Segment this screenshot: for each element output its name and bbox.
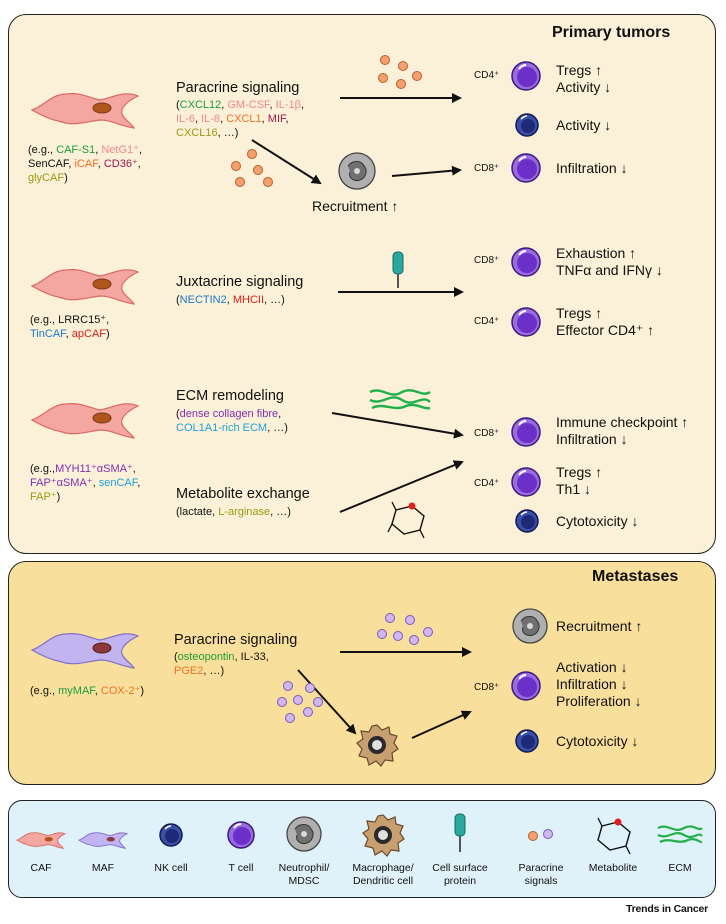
ecm-caf-examples: (e.g.,MYH11⁺αSMA⁺, FAP⁺αSMA⁺, senCAF, FA…: [30, 463, 141, 503]
nk-cell-icon: [515, 113, 539, 137]
t-cell-icon: [511, 247, 541, 277]
credit-text: Trends in Cancer: [626, 903, 708, 915]
legend-nk-cell-icon: [159, 823, 183, 847]
juxtacrine-examples: (NECTIN2, MHCII, …): [176, 294, 285, 306]
legend-neutrophil-label: Neutrophil/MDSC: [278, 862, 330, 887]
t-cell-icon: [511, 153, 541, 183]
juxta-cd8-label: CD8⁺: [474, 255, 500, 266]
juxtacrine-heading: Juxtacrine signaling: [176, 274, 304, 290]
juxta-cd4-label: CD4⁺: [474, 316, 500, 327]
meta-effects: Activation ↓Infiltration ↓Proliferation …: [556, 659, 642, 709]
paracrine-signals-icon: [378, 55, 422, 89]
arrow-meta-macrophage: [297, 669, 357, 735]
caf-cell-icon: [30, 93, 140, 129]
t-cell-icon: [511, 467, 541, 497]
metabolite-icon: [387, 501, 425, 539]
legend-macrophage-icon: [362, 814, 405, 857]
t-cell-icon: [511, 417, 541, 447]
metab-cytotoxicity: Cytotoxicity ↓: [556, 513, 639, 529]
arrow-paracrine-recruit: [251, 139, 322, 185]
legend-cell-surface-protein-icon: [454, 813, 466, 852]
meta-paracrine-heading: Paracrine signaling: [174, 632, 298, 648]
caf-examples-1: (e.g., CAF-S1, NetG1⁺, SenCAF, iCAF, CD3…: [28, 144, 143, 184]
paracrine-signals-icon-2: [277, 681, 323, 723]
t-cell-icon: [511, 671, 541, 701]
nk-cell-icon: [515, 729, 539, 753]
recruitment-label: Recruitment ↑: [312, 198, 399, 214]
cd8-label: CD8⁺: [474, 163, 500, 174]
meta-paracrine-examples: (osteopontin, IL-33, PGE2, …): [174, 651, 269, 677]
legend-neutrophil-icon: [286, 816, 322, 852]
legend-macrophage-label: Macrophage/Dendritic cell: [352, 862, 414, 887]
legend-metabolite-icon: [597, 817, 631, 855]
cell-surface-protein-icon: [392, 251, 404, 288]
paracrine-examples: (CXCL12, GM-CSF, IL-1β, IL-6, IL-8, CXCL…: [176, 99, 305, 139]
legend-ecm-icon: [657, 825, 703, 844]
juxta-tregs-text: Tregs ↑Effector CD4⁺ ↑: [556, 305, 655, 338]
t-cell-icon: [511, 61, 541, 91]
legend-caf-icon: [16, 832, 66, 849]
tregs-up: Tregs ↑Activity ↓: [556, 62, 612, 95]
ecm-examples: (dense collagen fibre, COL1A1-rich ECM, …: [176, 408, 288, 434]
metabolite-heading: Metabolite exchange: [176, 486, 310, 502]
paracrine-heading: Paracrine signaling: [176, 80, 300, 96]
legend-paracrine-signals-icon: [528, 829, 553, 841]
paracrine-signals-icon: [377, 613, 433, 645]
exhaustion-text: Exhaustion ↑TNFα and IFNγ ↓: [556, 245, 663, 278]
legend-maf-label: MAF: [91, 862, 115, 874]
ecm-cd8-label: CD8⁺: [474, 428, 500, 439]
primary-tumors-title: Primary tumors: [552, 24, 671, 41]
ecm-heading: ECM remodeling: [176, 388, 284, 404]
legend-nk-label: NK cell: [154, 862, 188, 874]
cd4-label: CD4⁺: [474, 70, 500, 81]
juxtacrine-caf-examples: (e.g., LRRC15⁺, TinCAF, apCAF): [30, 314, 110, 340]
arrow-recruit-cd8: [391, 165, 462, 177]
infiltration-down: Infiltration ↓: [556, 160, 628, 176]
legend-maf-icon: [78, 832, 128, 849]
maf-examples: (e.g., myMAF, COX-2⁺): [30, 685, 145, 697]
t-cell-icon: [511, 307, 541, 337]
legend-tcell-label: T cell: [228, 862, 254, 874]
checkpoint-text: Immune checkpoint ↑Infiltration ↓: [556, 414, 689, 447]
paracrine-signals-icon-2: [231, 149, 273, 187]
legend-panel: [8, 800, 716, 898]
nk-cell-icon: [515, 509, 539, 533]
neutrophil-icon: [338, 152, 376, 190]
meta-recruitment: Recruitment ↑: [556, 618, 643, 634]
arrow-ecm: [331, 412, 464, 439]
caf-cell-icon: [30, 403, 140, 439]
metab-tregs-text: Tregs ↑Th1 ↓: [556, 464, 603, 497]
maf-cell-icon: [30, 633, 140, 669]
legend-ecm-label: ECM: [668, 862, 692, 874]
metabolite-examples: (lactate, L-arginase, …): [176, 506, 291, 518]
neutrophil-icon: [512, 608, 548, 644]
caf-cell-icon: [30, 269, 140, 305]
arrow-metabolite: [339, 460, 464, 513]
meta-cytotoxicity: Cytotoxicity ↓: [556, 733, 639, 749]
arrow-macrophage-cd8: [411, 710, 472, 739]
macrophage-icon: [356, 724, 399, 767]
legend-t-cell-icon: [227, 821, 255, 849]
metastases-title: Metastases: [592, 568, 679, 585]
legend-caf-label: CAF: [30, 862, 52, 874]
meta-cd8-label: CD8⁺: [474, 682, 500, 693]
nk-activity: Activity ↓: [556, 117, 612, 133]
ecm-icon: [369, 389, 431, 410]
legend-metabolite-label: Metabolite: [588, 862, 638, 874]
metab-cd4-label: CD4⁺: [474, 478, 500, 489]
